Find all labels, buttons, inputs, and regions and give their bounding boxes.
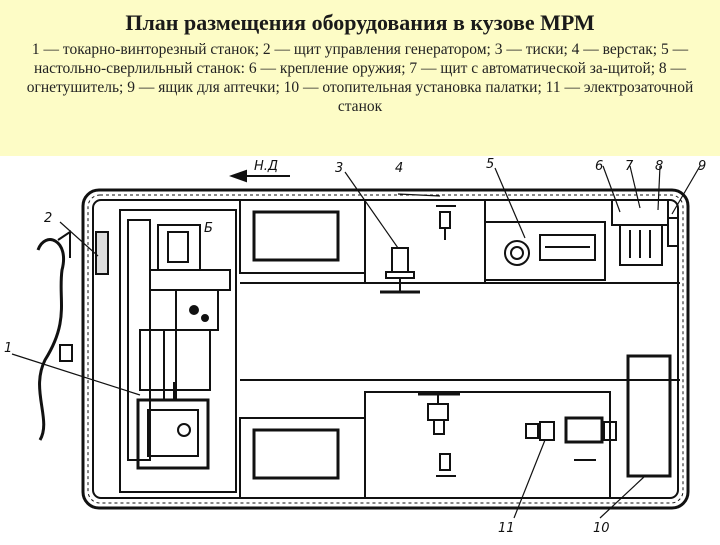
workbench-top [239,193,486,284]
caption-panel: План размещения оборудования в кузове МР… [0,0,720,156]
grinding-machine [513,416,617,519]
label-8: 8 [655,159,663,174]
label-7: 7 [625,159,634,174]
heater-unit [599,354,672,519]
label-11: 11 [498,521,515,536]
drill-press [484,167,606,281]
wall-units-right [602,165,701,266]
lathe-part-label: Б [204,221,213,236]
label-5: 5 [486,157,494,172]
label-9: 9 [698,159,706,174]
floor-plan-diagram: Н.Д 1 2 3 4 5 6 7 8 9 10 11 Б [0,156,720,540]
label-6: 6 [595,159,603,174]
vise-lower [418,392,460,477]
label-2: 2 [44,211,52,226]
workbench-bottom [239,391,611,499]
lathe [11,209,237,493]
generator-control-panel [59,221,109,275]
label-10: 10 [593,521,610,536]
vise [344,171,420,294]
label-4: 4 [395,161,403,176]
label-3: 3 [335,161,343,176]
direction-arrow [229,169,290,183]
direction-label: Н.Д [254,159,278,174]
vehicle-body-outline [81,188,690,510]
small-tool-upper [436,205,456,240]
label-1: 1 [4,341,12,356]
legend-text: 1 — токарно-винторезный станок; 2 — щит … [26,41,694,115]
rear-door [36,230,73,441]
page-title: План размещения оборудования в кузове МР… [125,10,595,35]
